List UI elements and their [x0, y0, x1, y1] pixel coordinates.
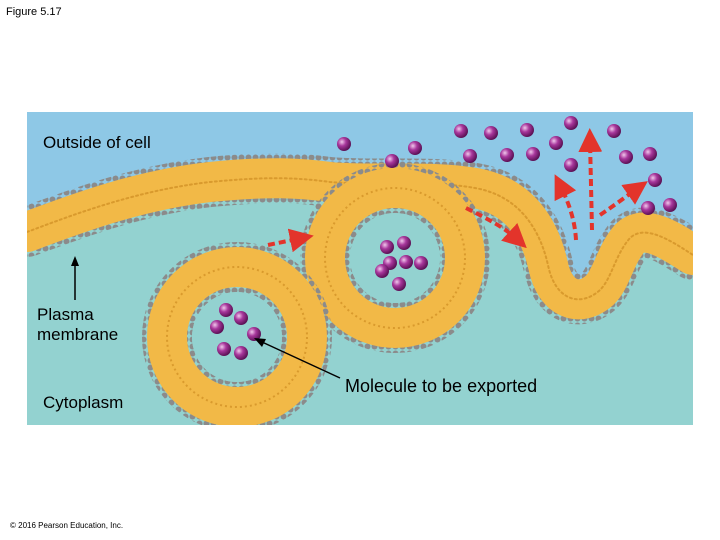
- movement-arrows: [267, 128, 648, 253]
- figure-label: Figure 5.17: [6, 6, 62, 18]
- plasma-membrane-pointer-head: [71, 256, 79, 266]
- molecules-vesicle-1: [210, 303, 261, 360]
- arrow-into-pocket: [465, 206, 527, 249]
- arrow-up-left: [554, 174, 578, 241]
- plasma-membrane: [27, 153, 693, 325]
- molecule-pointer-head: [254, 338, 266, 347]
- arrow-up-right: [598, 181, 648, 217]
- label-cytoplasm: Cytoplasm: [43, 393, 124, 412]
- fusing-vesicle: [300, 163, 490, 353]
- exported-molecules: [337, 116, 677, 215]
- molecule-pointer: [261, 341, 341, 379]
- arrow-vesicle-to-membrane: [267, 228, 314, 253]
- molecules-vesicle-2: [375, 236, 428, 291]
- transport-vesicle: [142, 242, 332, 425]
- label-molecule-to-be-exported: Molecule to be exported: [345, 376, 538, 396]
- label-outside-of-cell: Outside of cell: [43, 133, 151, 152]
- label-plasma-membrane: Plasma membrane: [37, 305, 119, 344]
- arrow-up: [578, 128, 603, 231]
- copyright: © 2016 Pearson Education, Inc.: [10, 521, 124, 530]
